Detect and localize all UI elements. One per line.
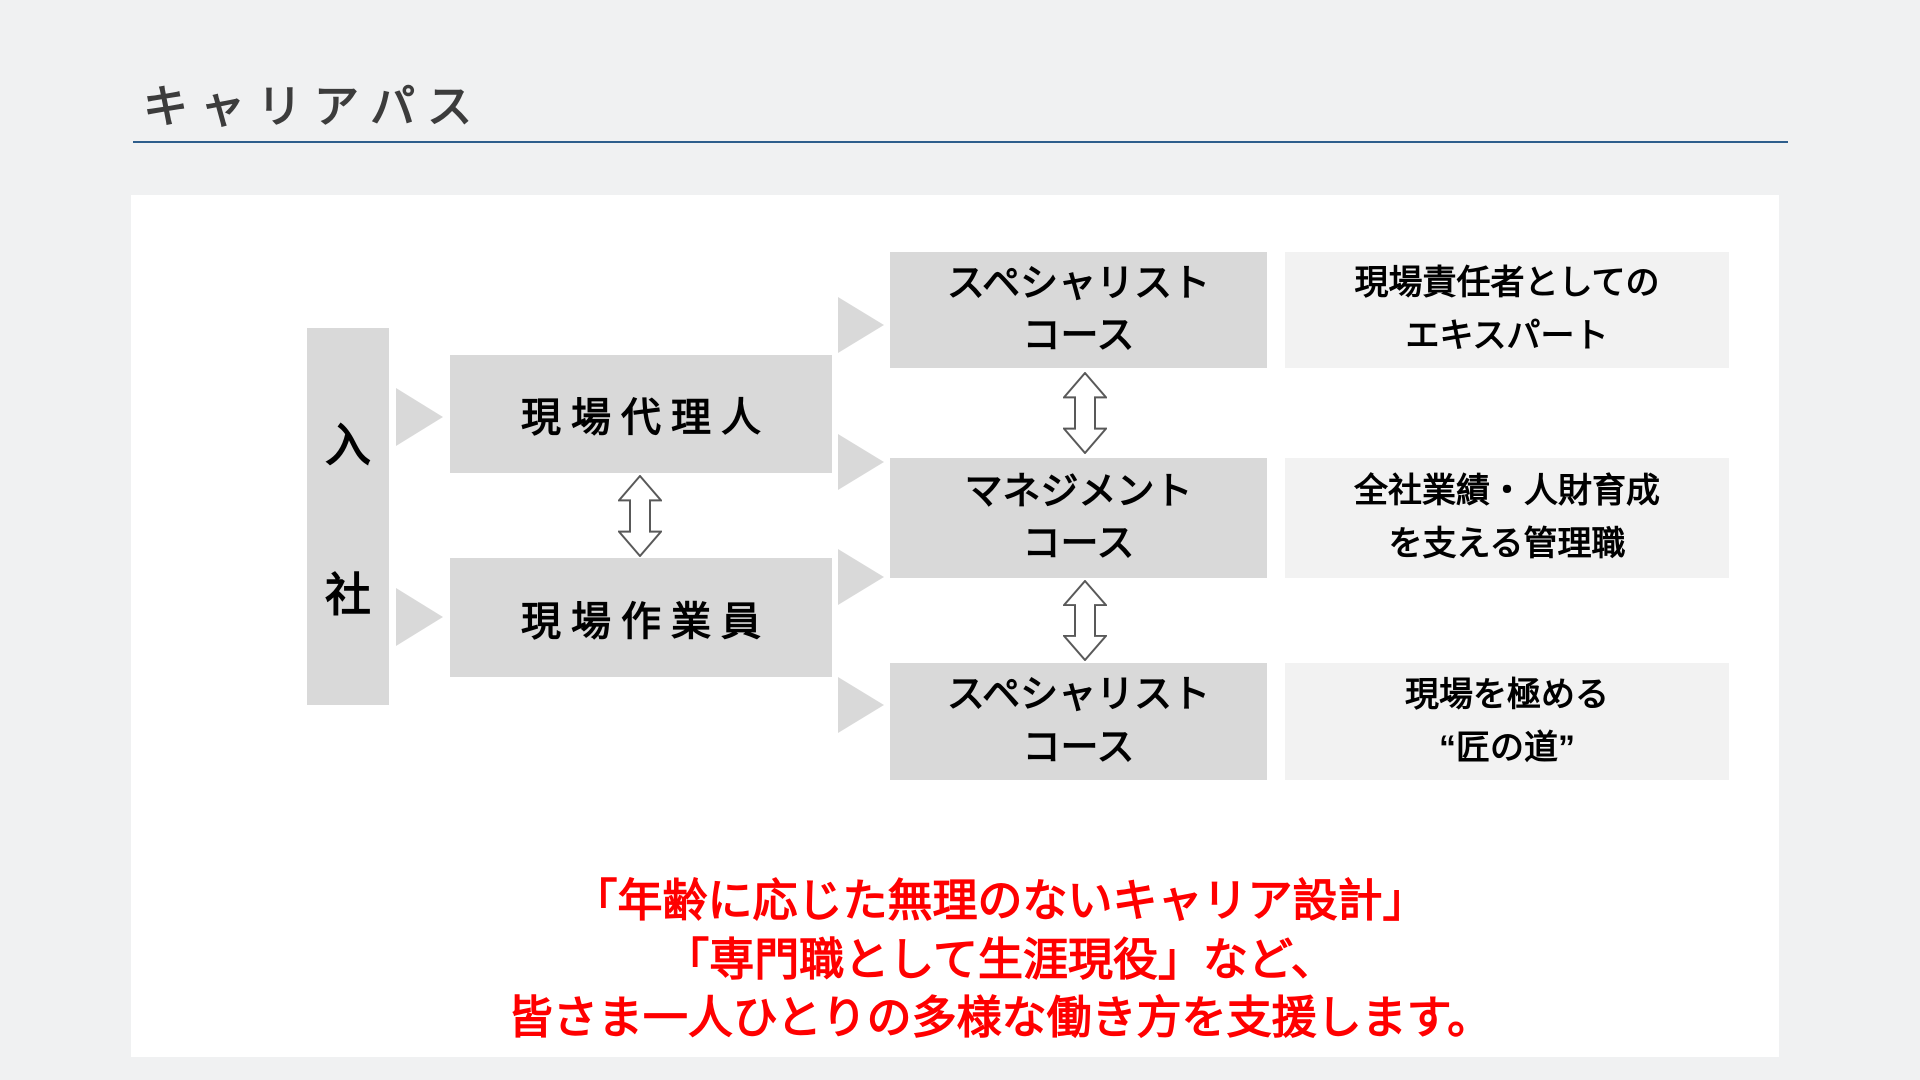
course-label-line: スペシャリスト (946, 262, 1211, 305)
role-box-site-agent: 現場代理人 (450, 355, 832, 473)
description-box-expert: 現場責任者としての エキスパート (1285, 252, 1729, 368)
description-line: 全社業績・人財育成 (1354, 472, 1660, 511)
course-box-management: マネジメント コース (890, 458, 1267, 578)
description-line: を支える管理職 (1388, 525, 1626, 563)
course-box-specialist-bottom: スペシャリスト コース (890, 663, 1267, 780)
title-underline (133, 141, 1788, 143)
footer-line: 皆さま一人ひとりの多様な働き方を支援します。 (507, 992, 1493, 1043)
footer-line: 「年齢に応じた無理のないキャリア設計」 (572, 875, 1428, 926)
course-label-line: マネジメント (964, 470, 1193, 513)
updown-arrow-icon (1063, 580, 1107, 661)
description-line: 現場を極める (1405, 675, 1609, 714)
right-triangle-icon (396, 588, 443, 646)
description-box-manager: 全社業績・人財育成 を支える管理職 (1285, 458, 1729, 578)
course-box-specialist-top: スペシャリスト コース (890, 252, 1267, 368)
right-triangle-icon (838, 549, 884, 605)
right-triangle-icon (838, 297, 884, 353)
course-label-line: スペシャリスト (946, 674, 1211, 717)
right-triangle-icon (396, 388, 443, 446)
entry-char-2: 社 (325, 568, 371, 621)
page-title: キャリアパス (143, 81, 485, 132)
right-triangle-icon (838, 677, 884, 733)
entry-char-1: 入 (325, 418, 371, 471)
course-label-line: コース (1022, 523, 1135, 565)
description-box-takumi: 現場を極める “匠の道” (1285, 663, 1729, 780)
footer-message: 「年齢に応じた無理のないキャリア設計」 「専門職として生涯現役」など、 皆さま一… (380, 872, 1620, 1048)
updown-arrow-icon (618, 475, 662, 557)
role-box-site-worker: 現場作業員 (450, 558, 832, 677)
entry-box: 入 社 (307, 328, 389, 705)
footer-line: 「専門職として生涯現役」など、 (664, 933, 1336, 985)
course-label-line: コース (1022, 315, 1135, 357)
updown-arrow-icon (1063, 372, 1107, 454)
description-line: エキスパート (1405, 317, 1609, 355)
right-triangle-icon (838, 434, 884, 490)
description-line: 現場責任者としての (1354, 264, 1660, 303)
course-label-line: コース (1022, 726, 1135, 769)
description-line: “匠の道” (1439, 728, 1575, 767)
